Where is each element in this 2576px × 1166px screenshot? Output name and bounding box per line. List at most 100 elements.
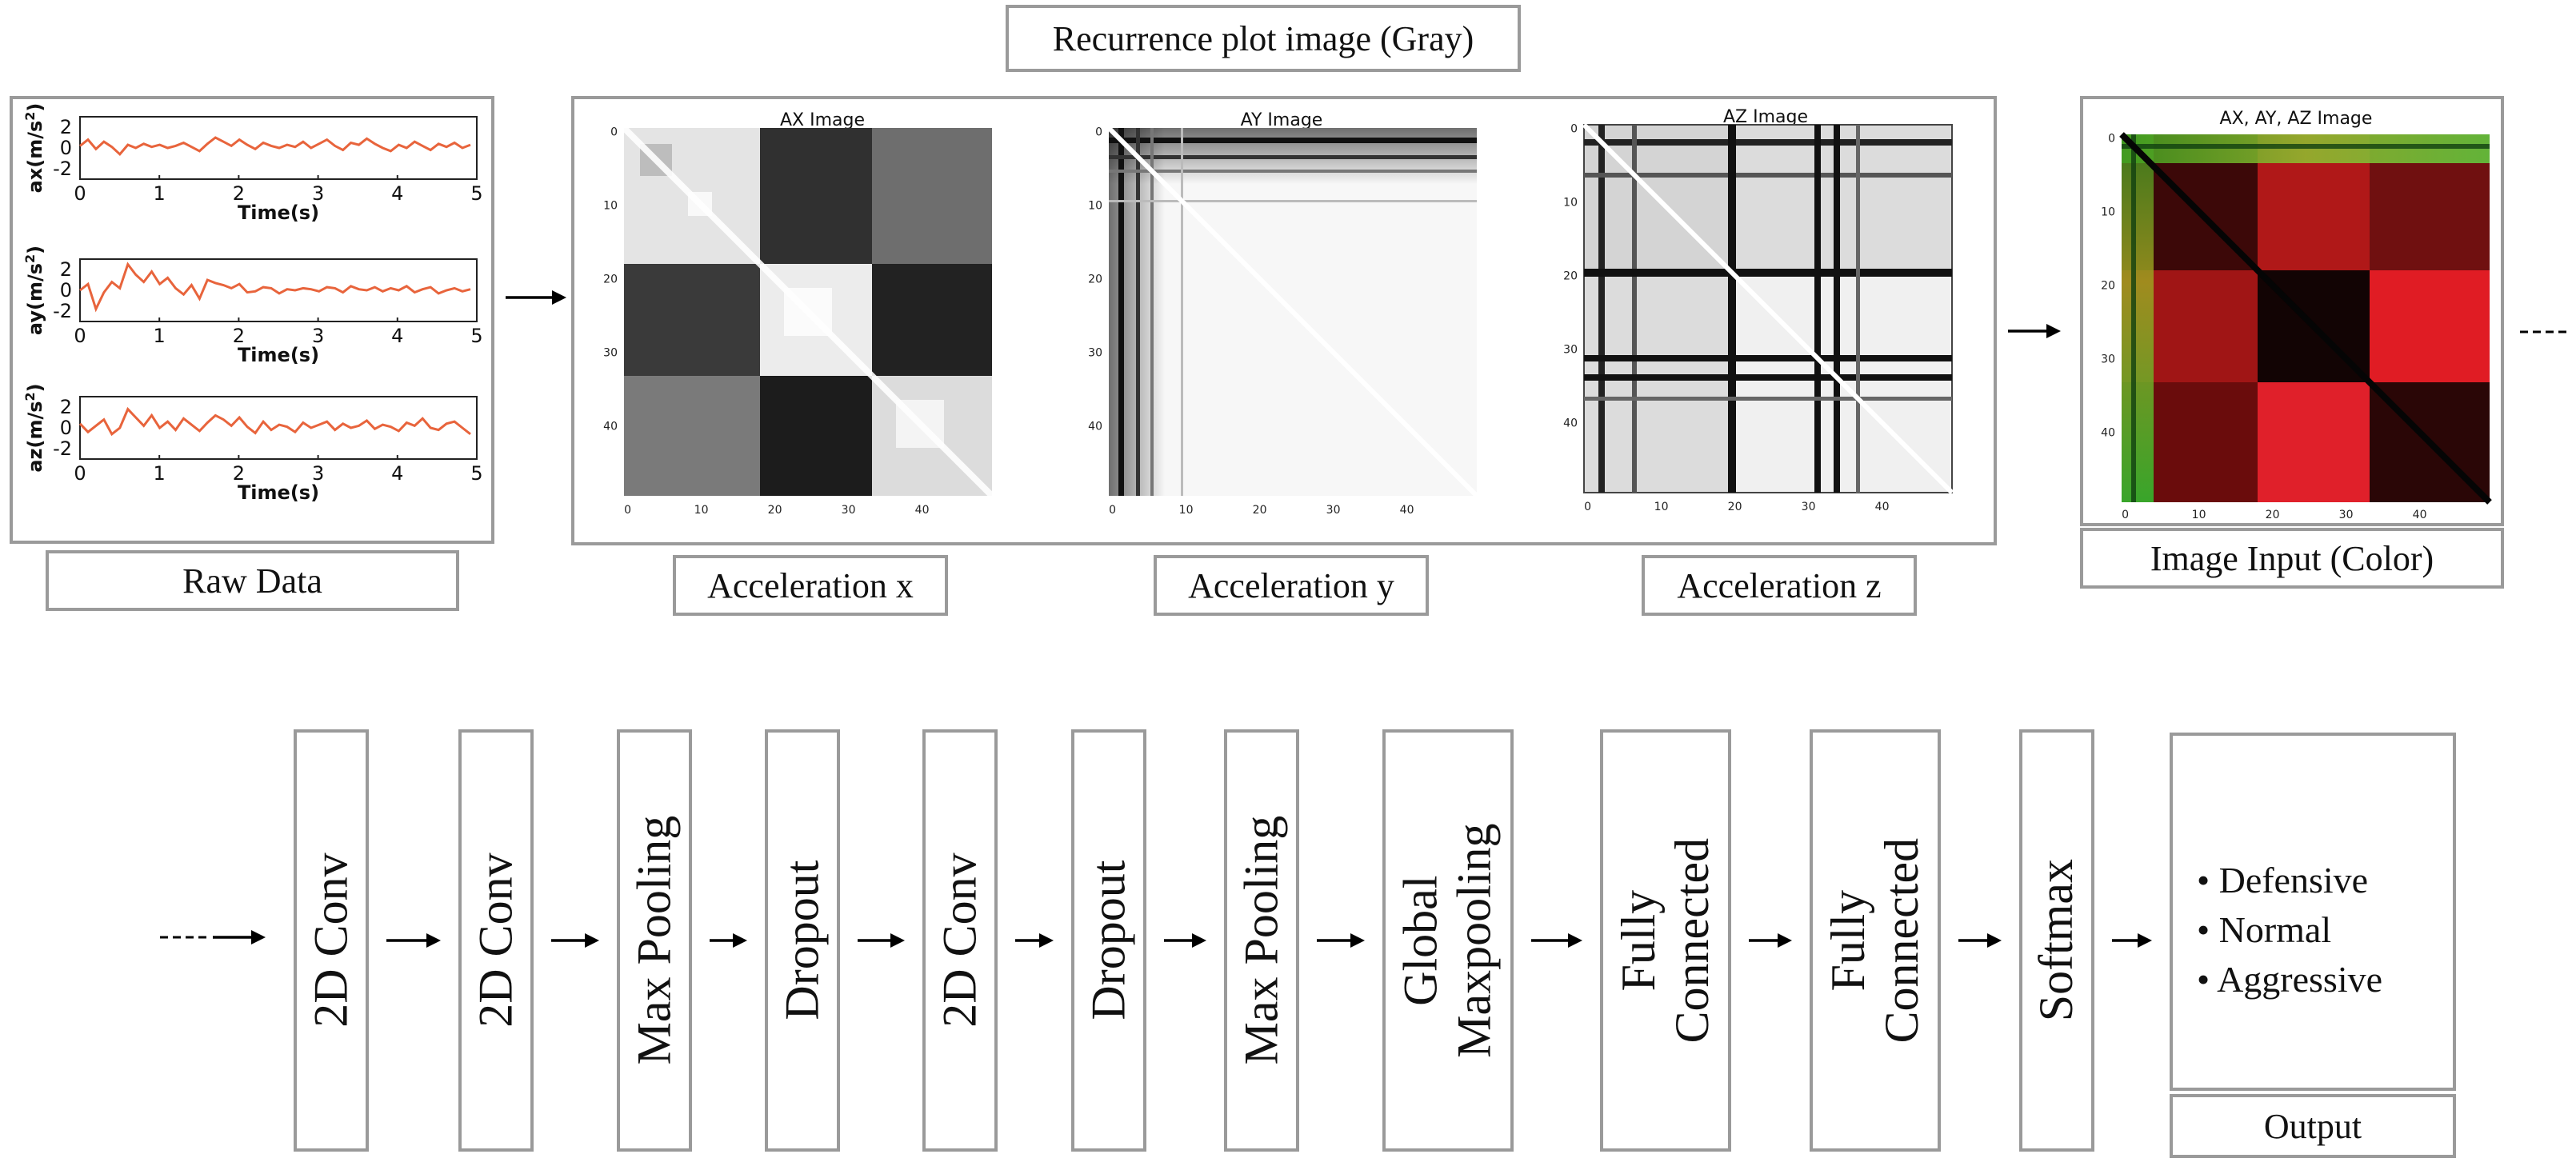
rp-x-tick: 20	[768, 504, 782, 517]
rp-y-tick: 40	[603, 421, 618, 433]
layer-box-6: Dropout	[1071, 729, 1146, 1152]
x-tick-label: 1	[154, 182, 166, 205]
ax-recurrence-image	[622, 126, 994, 498]
x-tick-label: 5	[470, 182, 482, 205]
az-image-title: AZ Image	[1722, 107, 1808, 127]
signal-line	[78, 406, 471, 437]
layer-box-7: Max Pooling	[1224, 729, 1299, 1152]
arrow-icon	[1531, 933, 1582, 948]
layer-box-2: 2D Conv	[458, 729, 534, 1152]
rp-y-tick: 10	[2101, 206, 2115, 219]
layer-label: Dropout	[775, 861, 829, 1020]
rp-y-tick: 30	[603, 347, 618, 360]
layer-label-line: Dropout	[775, 861, 829, 1020]
rp-y-tick: 40	[2101, 427, 2115, 440]
x-tick-label: 5	[470, 325, 482, 347]
layer-label: Max Pooling	[627, 816, 681, 1065]
continuation-dash	[2520, 330, 2568, 333]
x-tick-label: 3	[312, 462, 324, 485]
rp-x-tick: 10	[1654, 501, 1669, 513]
y-tick-label: 2	[60, 396, 72, 418]
rp-y-tick: 20	[2101, 280, 2115, 293]
rp-x-tick: 10	[1179, 504, 1194, 517]
output-class-list: • Defensive • Normal • Aggressive	[2197, 856, 2382, 1004]
rp-y-tick: 20	[1088, 274, 1102, 286]
layer-label: 2D Conv	[933, 853, 986, 1028]
rp-x-tick: 40	[1875, 501, 1890, 513]
arrow-icon	[1164, 933, 1206, 948]
x-axis-label: Time(s)	[238, 481, 319, 504]
arrow-icon	[710, 933, 747, 948]
x-tick-label: 0	[74, 462, 86, 485]
rp-x-tick: 40	[1400, 504, 1414, 517]
arrow-icon	[2112, 933, 2152, 948]
layer-label-line: 2D Conv	[469, 853, 522, 1028]
continuation-arrow	[160, 930, 266, 944]
y-tick-label: 0	[60, 279, 72, 301]
rp-x-tick: 30	[842, 504, 856, 517]
arrow-icon	[506, 290, 566, 305]
rp-y-tick: 0	[1570, 123, 1578, 136]
layer-label-line: Connected	[1666, 837, 1718, 1044]
arrow-icon	[551, 933, 599, 948]
color-image-panel: AX, AY, AZ Image	[2080, 96, 2504, 526]
raw-data-label: Raw Data	[46, 550, 459, 611]
rp-y-tick: 20	[603, 274, 618, 286]
layer-label-line: Maxpooling	[1448, 823, 1502, 1058]
ay-recurrence-image	[1106, 126, 1479, 498]
rp-x-tick: 30	[1802, 501, 1816, 513]
rp-y-tick: 30	[1563, 344, 1578, 357]
rp-y-tick: 20	[1563, 270, 1578, 283]
x-tick-label: 4	[391, 325, 403, 347]
layer-label-line: Max Pooling	[1234, 816, 1288, 1065]
rp-x-tick: 10	[694, 504, 709, 517]
rp-x-tick: 0	[1109, 504, 1116, 517]
layer-label-line: Fully	[1821, 889, 1874, 992]
layer-box-3: Max Pooling	[617, 729, 692, 1152]
rp-y-tick: 0	[2108, 133, 2115, 146]
y-tick-label: -2	[53, 300, 72, 322]
class-defensive: • Defensive	[2197, 860, 2369, 900]
rp-x-tick: 10	[2192, 509, 2206, 521]
rp-x-tick: 20	[1253, 504, 1267, 517]
rp-x-tick: 0	[2122, 509, 2129, 521]
signal-line	[79, 262, 471, 313]
y-tick-label: -2	[53, 437, 72, 460]
layer-label-line: Global	[1394, 875, 1447, 1006]
rp-y-tick: 30	[1088, 347, 1102, 360]
arrow-icon	[1317, 933, 1365, 948]
arrow-icon	[1015, 933, 1054, 948]
arrow-icon	[1749, 933, 1792, 948]
x-tick-label: 3	[312, 182, 324, 205]
layer-box-4: Dropout	[765, 729, 840, 1152]
rp-x-tick: 0	[1584, 501, 1591, 513]
y-tick-label: 2	[60, 116, 72, 138]
recurrence-title: Recurrence plot image (Gray)	[1006, 5, 1521, 72]
layer-label: Max Pooling	[1234, 816, 1288, 1065]
x-tick-label: 4	[391, 182, 403, 205]
y-axis-label: ay(m/s2)	[22, 246, 47, 335]
rp-x-tick: 40	[2413, 509, 2427, 521]
x-tick-label: 5	[470, 462, 482, 485]
rp-x-tick: 30	[1326, 504, 1341, 517]
rp-y-tick: 10	[1088, 200, 1102, 213]
layer-label: 2D Conv	[469, 853, 522, 1028]
layer-box-5: 2D Conv	[922, 729, 998, 1152]
ax-image-title: AX Image	[779, 110, 865, 130]
output-box: • Defensive • Normal • Aggressive	[2170, 733, 2456, 1091]
arrow-icon	[386, 933, 441, 948]
layer-label-line: 2D Conv	[304, 853, 358, 1028]
caption-acceleration-y: Acceleration y	[1154, 555, 1429, 616]
image-input-label: Image Input (Color)	[2080, 528, 2504, 589]
rp-y-tick: 10	[1563, 197, 1578, 210]
layer-label-line: 2D Conv	[933, 853, 986, 1028]
rp-x-tick: 0	[624, 504, 631, 517]
